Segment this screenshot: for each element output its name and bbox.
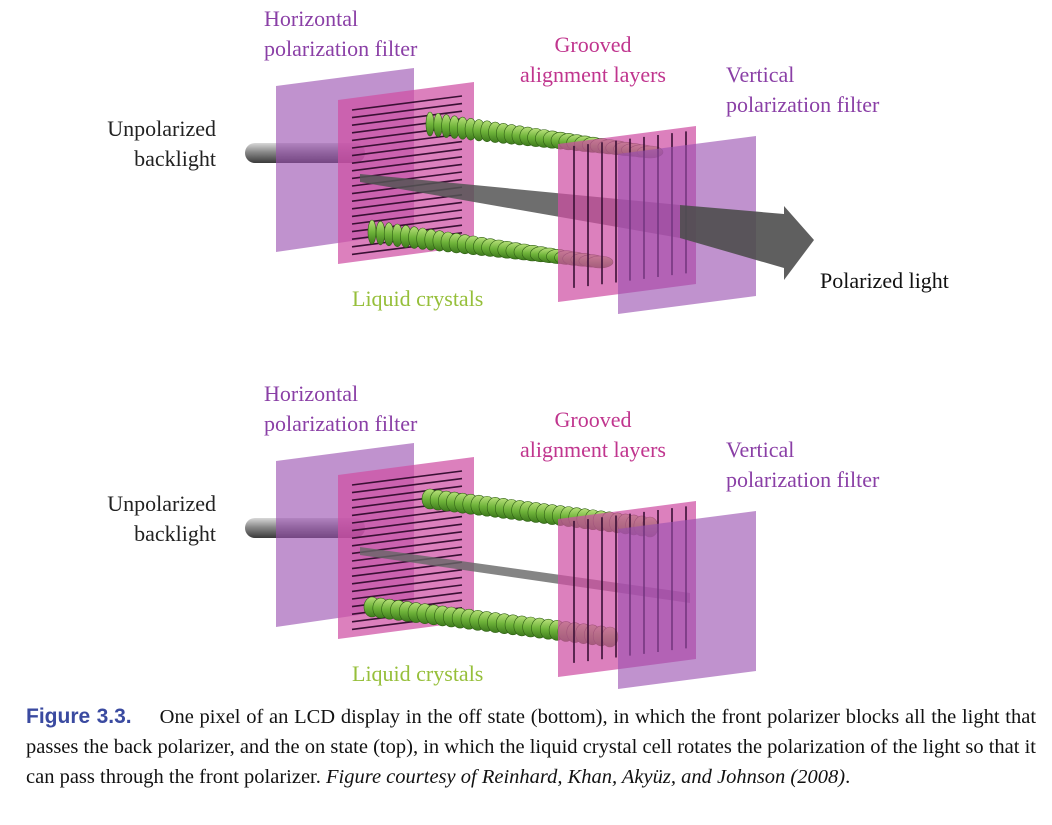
- liquid-crystal-molecule: [367, 219, 377, 245]
- groove-line: [351, 110, 463, 126]
- groove-line: [351, 584, 463, 600]
- groove-line: [351, 508, 463, 524]
- grooved-alignment-layer-back: [338, 457, 474, 639]
- vertical-polarization-filter: [618, 511, 756, 689]
- groove-line: [351, 569, 463, 585]
- polarized-light-arrow: [680, 205, 814, 280]
- liquid-crystal-molecule: [425, 111, 435, 137]
- liquid-crystal-molecule: [433, 112, 443, 138]
- groove-line: [351, 477, 463, 494]
- grooved-layers-label: Grooved alignment layers: [519, 32, 666, 87]
- polarized-light-label: Polarized light: [820, 268, 949, 293]
- backlight-label: Unpolarized backlight: [107, 116, 216, 171]
- groove-line: [351, 95, 463, 111]
- groove-line: [351, 148, 463, 164]
- backlight-label: Unpolarized backlight: [107, 491, 216, 546]
- caption-text: One pixel of an LCD display in the off s…: [26, 706, 1037, 788]
- vertical-filter-label: Vertical polarization filter: [726, 437, 880, 492]
- vertical-filter-label: Vertical polarization filter: [726, 62, 880, 117]
- groove-line: [351, 133, 463, 149]
- horizontal-filter-label: Horizontal polarization filter: [264, 6, 418, 61]
- groove-line: [351, 470, 463, 486]
- groove-line: [351, 201, 463, 218]
- groove-line: [351, 531, 463, 547]
- grooved-layers-label: Grooved alignment layers: [519, 407, 666, 462]
- groove-line: [351, 102, 463, 119]
- figure-caption: Figure 3.3.One pixel of an LCD display i…: [26, 702, 1036, 792]
- groove-line: [351, 576, 463, 593]
- liquid-crystal-molecule: [375, 221, 386, 246]
- lcd-on-state-illustration: [245, 68, 814, 314]
- groove-line: [351, 515, 463, 532]
- groove-line: [351, 140, 463, 157]
- groove-line: [351, 156, 463, 172]
- lcd-off-state-diagram: Horizontal polarization filter Grooved a…: [0, 375, 1052, 720]
- caption-credit: Figure courtesy of Reinhard, Khan, Akyüz…: [326, 766, 846, 788]
- liquid-crystals-label: Liquid crystals: [352, 286, 484, 311]
- groove-line: [351, 523, 463, 539]
- lcd-on-state-diagram: Horizontal polarization filter Grooved a…: [0, 0, 1052, 345]
- groove-line: [351, 194, 463, 210]
- groove-line: [351, 485, 463, 501]
- caption-end: .: [845, 766, 851, 788]
- liquid-crystals-label: Liquid crystals: [352, 661, 484, 686]
- figure-number: Figure 3.3.: [26, 705, 132, 728]
- horizontal-filter-label: Horizontal polarization filter: [264, 381, 418, 436]
- lcd-off-state-illustration: [245, 443, 756, 689]
